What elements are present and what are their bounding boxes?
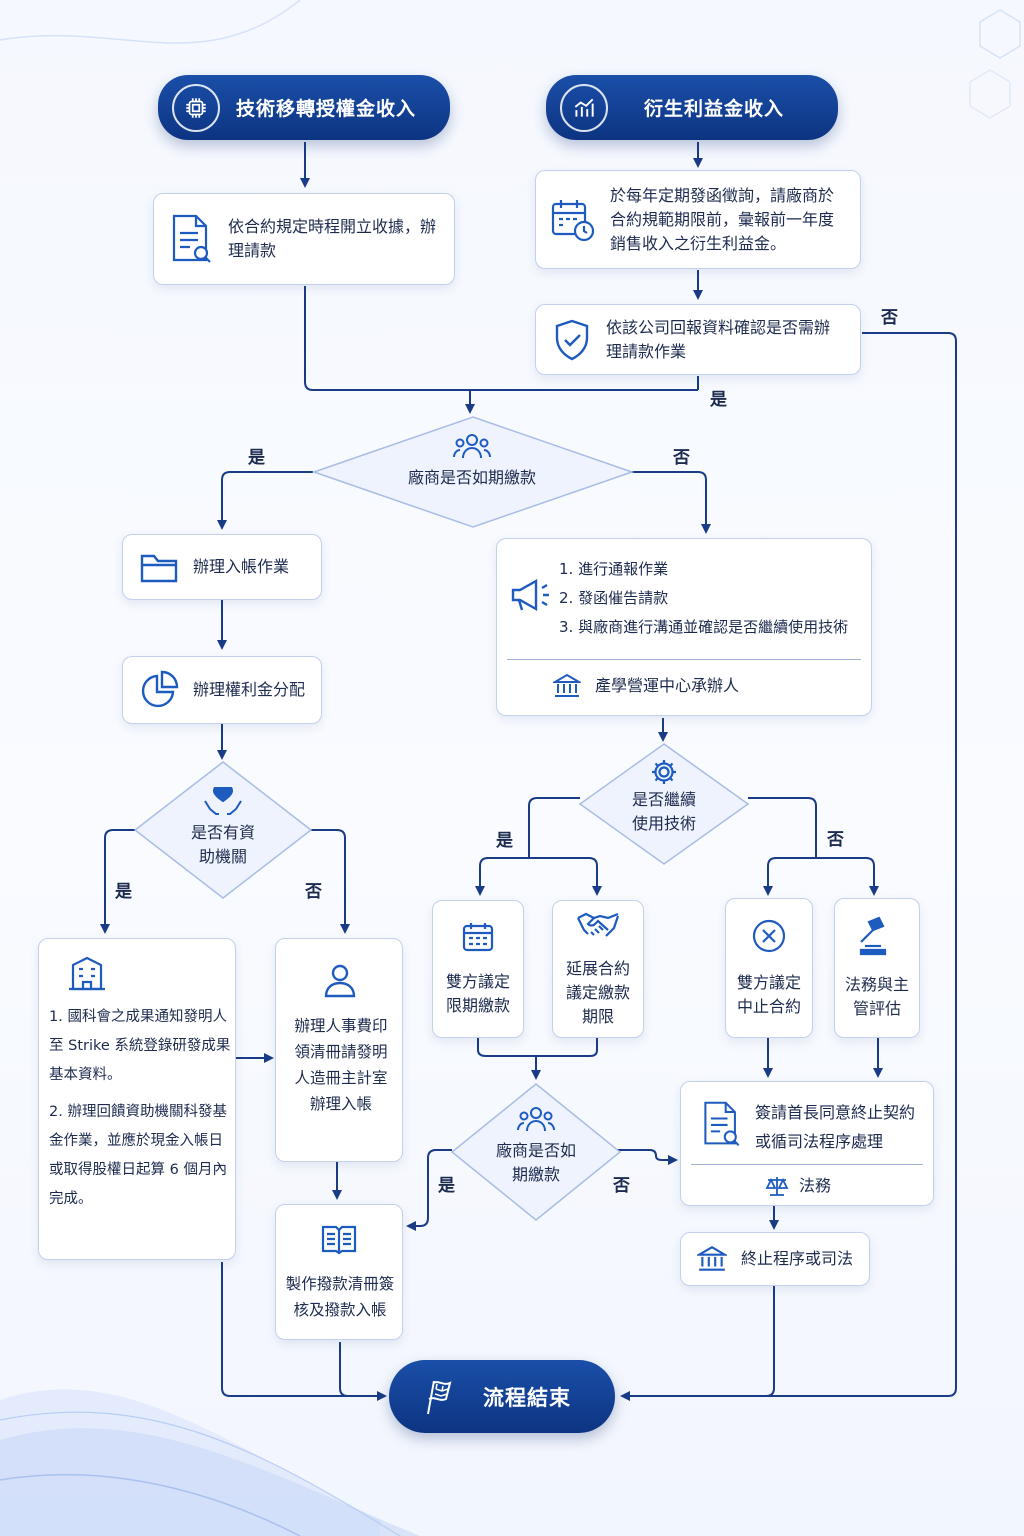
megaphone-icon [509,575,553,622]
option-legal-box: 法務與主管評估 [834,898,920,1038]
shield-check-icon [552,318,592,362]
document-search-icon [701,1100,743,1155]
calendar-clock-icon [550,197,596,243]
chip-icon [172,83,220,132]
folder-icon [139,549,179,585]
license-income-header: 技術移轉授權金收入 [158,75,450,140]
decision-paid-diamond [312,416,634,528]
decision-funding-diamond [133,761,313,899]
license-income-title: 技術移轉授權金收入 [236,98,417,120]
notify-item: 3. 與廠商進行溝通並確認是否繼續使用技術 [559,618,849,636]
person-icon [321,961,359,1006]
tag-no-paid: 否 [673,448,690,468]
decision-paid2-label: 廠商是否如期繳款 [496,1141,577,1184]
derivative-income-title: 衍生利益金收入 [644,98,785,120]
unfunded-box: 辦理人事費印領清冊請發明人造冊主計室辦理入帳 [275,938,403,1162]
option-terminate-text: 雙方議定中止合約 [736,972,801,1016]
notify-box: 1. 進行通報作業 2. 發函催告請款 3. 與廠商進行溝通並確認是否繼續使用技… [496,538,872,716]
inquiry-box: 於每年定期發函徵詢，請廠商於合約規範期限前，彙報前一年度銷售收入之衍生利益金。 [535,170,861,269]
handshake-icon [576,910,620,947]
decision-paid-label: 廠商是否如期繳款 [407,468,536,487]
bar-chart-icon [560,83,608,132]
terminate-end-box: 終止程序或司法 [680,1232,870,1286]
notify-divider [507,659,861,660]
option-deadline-text: 雙方議定限期繳款 [445,971,510,1015]
gear-icon [604,758,724,788]
tag-yes-paid2: 是 [438,1176,455,1196]
distribution-text: 辦理權利金分配 [193,680,306,699]
calendar-icon [461,921,495,960]
tag-yes-paid: 是 [248,448,265,468]
users-icon [392,432,552,466]
scales-icon [765,1175,789,1197]
option-extend-box: 延展合約議定繳款期限 [552,900,644,1038]
terminate-sign-text: 簽請首長同意終止契約或循司法程序處理 [755,1103,916,1151]
confirm-box: 依該公司回報資料確認是否需辦理請款作業 [535,304,861,375]
terminate-end-text: 終止程序或司法 [741,1249,854,1268]
terminate-sign-owner: 法務 [799,1176,832,1195]
accounting-text: 辦理入帳作業 [193,557,290,576]
notify-item: 1. 進行通報作業 [559,560,669,578]
tag-yes-continue: 是 [496,831,513,851]
institution-icon [553,673,581,699]
unfunded-text: 辦理人事費印領清冊請發明人造冊主計室辦理入帳 [294,1017,388,1113]
funded-step-1: 1. 國科會之成果通知發明人至 Strike 系統登錄研發成果基本資料。 [49,1009,231,1083]
institution-icon [697,1245,727,1273]
gavel-icon [855,916,899,963]
accounting-box: 辦理入帳作業 [122,534,322,600]
tag-yes-funding: 是 [115,882,132,902]
distribution-box: 辦理權利金分配 [122,656,322,724]
book-icon [320,1223,358,1262]
notify-item: 2. 發函催告請款 [559,589,669,607]
document-search-icon [170,213,214,265]
invoice-text: 依合約規定時程開立收據，辦理請款 [228,217,437,260]
flow-end-label: 流程結束 [483,1385,571,1410]
inquiry-text: 於每年定期發函徵詢，請廠商於合約規範期限前，彙報前一年度銷售收入之衍生利益金。 [610,185,835,253]
users-icon [476,1105,596,1139]
option-extend-text: 延展合約議定繳款期限 [565,958,630,1026]
checkered-flag-icon [423,1378,459,1416]
funded-step-2: 2. 辦理回饋資助機關科發基金作業，並應於現金入帳日或取得股權日起算 6 個月內… [49,1104,227,1207]
terminate-sign-box: 簽請首長同意終止契約或循司法程序處理 法務 [680,1081,934,1206]
tag-no-right: 否 [881,308,898,328]
tag-no-continue: 否 [827,830,844,850]
disburse-box: 製作撥款清冊簽核及撥款入帳 [275,1204,403,1340]
decision-continue-label: 是否繼續使用技術 [632,790,697,833]
tag-yes-confirm: 是 [710,390,727,410]
heart-hands-icon [163,784,283,821]
building-icon [67,955,107,998]
terminate-sign-divider [691,1164,923,1165]
decision-funding-label: 是否有資助機關 [190,823,255,866]
funded-steps-box: 1. 國科會之成果通知發明人至 Strike 系統登錄研發成果基本資料。 2. … [38,938,236,1260]
disburse-text: 製作撥款清冊簽核及撥款入帳 [285,1275,395,1319]
derivative-income-header: 衍生利益金收入 [546,75,838,140]
option-legal-text: 法務與主管評估 [844,974,909,1018]
tag-no-paid2: 否 [613,1176,630,1196]
decision-continue-diamond [578,743,750,865]
notify-owner: 產學營運中心承辦人 [595,676,740,695]
tag-no-funding: 否 [305,882,322,902]
pie-chart-icon [139,670,179,710]
flow-end-pill: 流程結束 [389,1360,615,1433]
confirm-text: 依該公司回報資料確認是否需辦理請款作業 [606,317,831,361]
option-deadline-box: 雙方議定限期繳款 [432,900,524,1038]
decision-paid2-diamond [450,1083,622,1221]
option-terminate-box: 雙方議定中止合約 [725,898,813,1038]
close-circle-icon [751,918,787,961]
invoice-box: 依合約規定時程開立收據，辦理請款 [153,193,455,285]
